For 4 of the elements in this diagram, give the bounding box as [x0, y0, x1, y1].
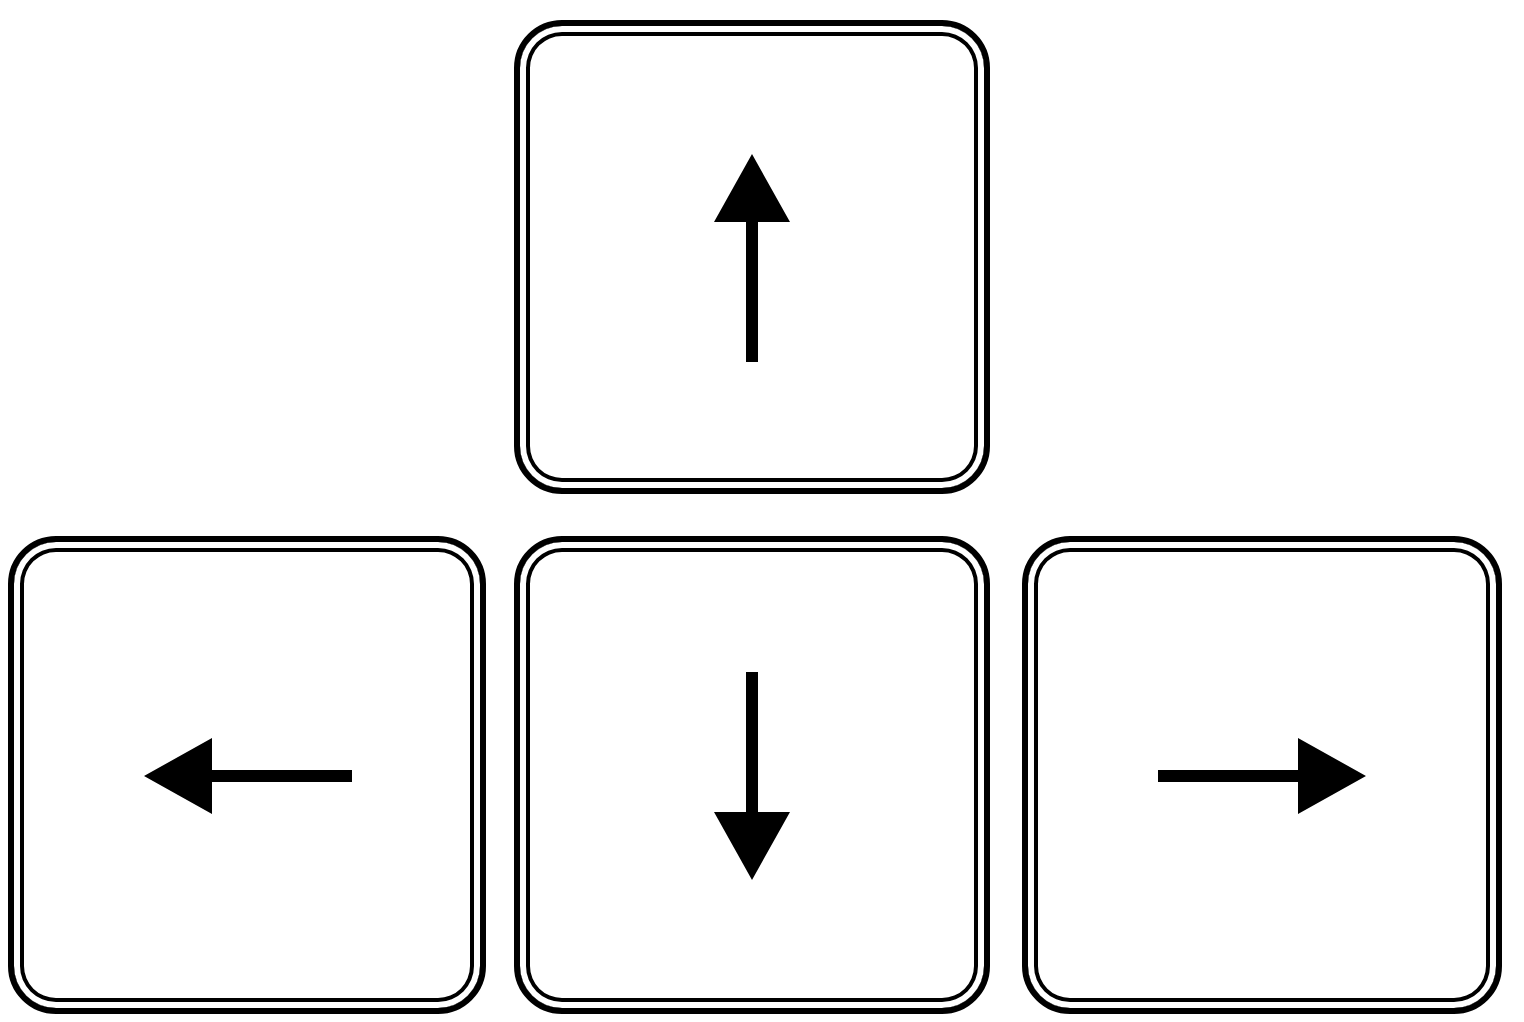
arrow-key: [8, 536, 486, 1014]
arrow-key: [1022, 536, 1502, 1014]
arrow-key: [514, 536, 990, 1014]
arrow-key: [514, 20, 990, 494]
